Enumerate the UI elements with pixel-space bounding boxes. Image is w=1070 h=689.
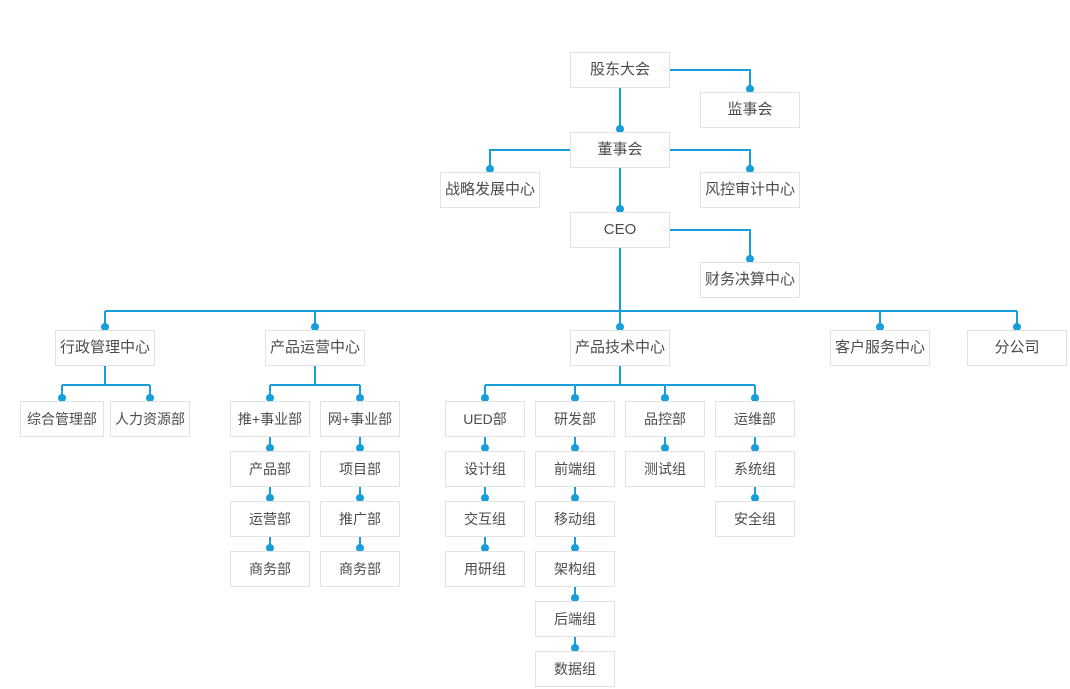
node-board-of-directors[interactable]: 董事会 [570, 132, 670, 168]
node-finance-center[interactable]: 财务决算中心 [700, 262, 800, 298]
node-customer-service-center[interactable]: 客户服务中心 [830, 330, 930, 366]
node-ceo[interactable]: CEO [570, 212, 670, 248]
node-business-dept-1[interactable]: 商务部 [230, 551, 310, 587]
node-shareholders-meeting[interactable]: 股东大会 [570, 52, 670, 88]
node-product-ops-center[interactable]: 产品运营中心 [265, 330, 365, 366]
node-data-group[interactable]: 数据组 [535, 651, 615, 687]
node-product-dept[interactable]: 产品部 [230, 451, 310, 487]
node-user-research-group[interactable]: 用研组 [445, 551, 525, 587]
node-mobile-group[interactable]: 移动组 [535, 501, 615, 537]
node-general-mgmt-dept[interactable]: 综合管理部 [20, 401, 104, 437]
node-project-dept[interactable]: 项目部 [320, 451, 400, 487]
node-testing-group[interactable]: 测试组 [625, 451, 705, 487]
node-hr-dept[interactable]: 人力资源部 [110, 401, 190, 437]
node-security-group[interactable]: 安全组 [715, 501, 795, 537]
node-ued-dept[interactable]: UED部 [445, 401, 525, 437]
node-admin-center[interactable]: 行政管理中心 [55, 330, 155, 366]
node-interaction-group[interactable]: 交互组 [445, 501, 525, 537]
node-tui-division[interactable]: 推+事业部 [230, 401, 310, 437]
node-rd-dept[interactable]: 研发部 [535, 401, 615, 437]
node-ops-maintenance-dept[interactable]: 运维部 [715, 401, 795, 437]
node-design-group[interactable]: 设计组 [445, 451, 525, 487]
node-business-dept-2[interactable]: 商务部 [320, 551, 400, 587]
node-qc-dept[interactable]: 品控部 [625, 401, 705, 437]
node-supervisory-board[interactable]: 监事会 [700, 92, 800, 128]
node-branch-company[interactable]: 分公司 [967, 330, 1067, 366]
node-backend-group[interactable]: 后端组 [535, 601, 615, 637]
node-risk-audit-center[interactable]: 风控审计中心 [700, 172, 800, 208]
node-system-group[interactable]: 系统组 [715, 451, 795, 487]
node-strategy-center[interactable]: 战略发展中心 [440, 172, 540, 208]
node-product-tech-center[interactable]: 产品技术中心 [570, 330, 670, 366]
node-promotion-dept[interactable]: 推广部 [320, 501, 400, 537]
node-wang-division[interactable]: 网+事业部 [320, 401, 400, 437]
node-architecture-group[interactable]: 架构组 [535, 551, 615, 587]
node-operations-dept[interactable]: 运营部 [230, 501, 310, 537]
node-frontend-group[interactable]: 前端组 [535, 451, 615, 487]
